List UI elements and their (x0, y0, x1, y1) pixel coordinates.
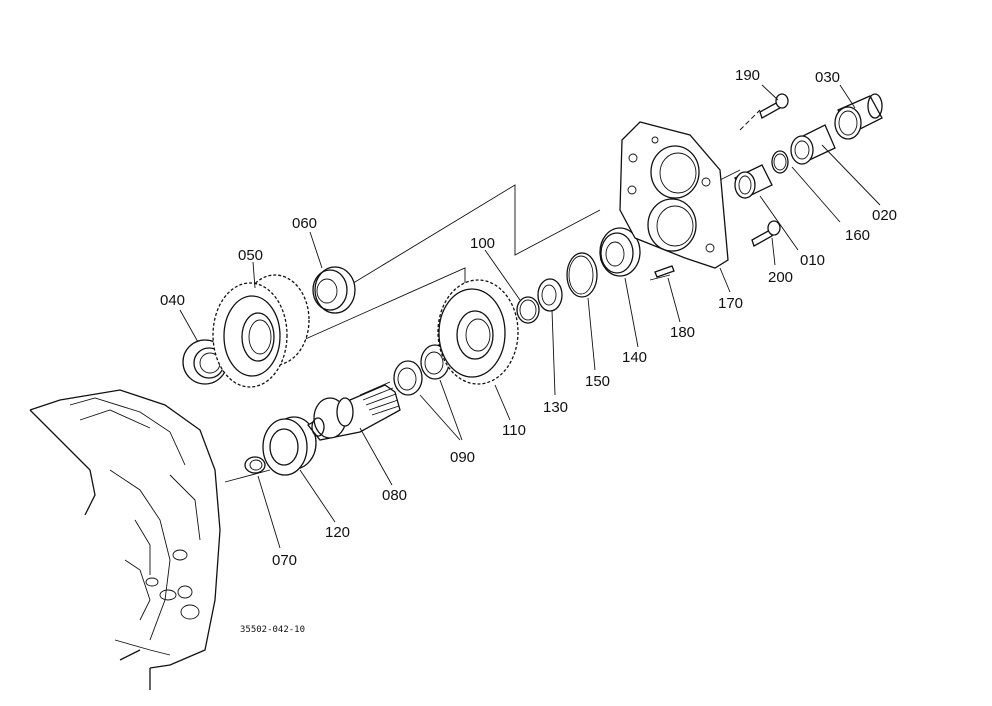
label-080: 080 (382, 487, 407, 504)
label-170: 170 (718, 295, 743, 312)
label-020: 020 (872, 207, 897, 224)
bearing-060 (312, 266, 356, 314)
label-190: 190 (735, 67, 760, 84)
label-120: 120 (325, 524, 350, 541)
leader-lines (179, 84, 881, 549)
gear-110 (437, 279, 519, 385)
transmission-housing (29, 389, 221, 690)
label-050: 050 (238, 247, 263, 264)
shaft-080 (307, 381, 401, 441)
bearing-case-170 (619, 121, 729, 269)
double-gear-050 (212, 274, 310, 388)
snap-ring-150 (566, 252, 598, 298)
bolt-190 (759, 93, 789, 119)
label-040: 040 (160, 292, 185, 309)
assembly-axis-lines (224, 109, 761, 483)
bearing-140 (599, 227, 641, 277)
snap-ring-100 (516, 296, 540, 324)
label-070: 070 (272, 552, 297, 569)
needle-bearing-070 (244, 456, 266, 474)
needle-bearing-020 (790, 124, 836, 165)
bolt-200 (751, 220, 781, 247)
bushing-030 (834, 93, 883, 140)
label-060: 060 (292, 215, 317, 232)
label-010: 010 (800, 252, 825, 269)
label-200: 200 (768, 269, 793, 286)
part-labels: 040 050 060 070 080 090 100 110 120 130 … (160, 67, 897, 569)
washer-130 (537, 278, 563, 312)
label-140: 140 (622, 349, 647, 366)
label-030: 030 (815, 69, 840, 86)
label-090: 090 (450, 449, 475, 466)
bushing-010 (734, 164, 773, 199)
diagram-reference-code: 35502-042-10 (240, 625, 305, 635)
label-150: 150 (585, 373, 610, 390)
label-110: 110 (502, 422, 526, 439)
collar-120 (262, 416, 317, 476)
pin-180 (654, 265, 675, 278)
label-180: 180 (670, 324, 695, 341)
label-100: 100 (470, 235, 495, 252)
snap-ring-160 (771, 150, 789, 174)
label-160: 160 (845, 227, 870, 244)
label-130: 130 (543, 399, 568, 416)
